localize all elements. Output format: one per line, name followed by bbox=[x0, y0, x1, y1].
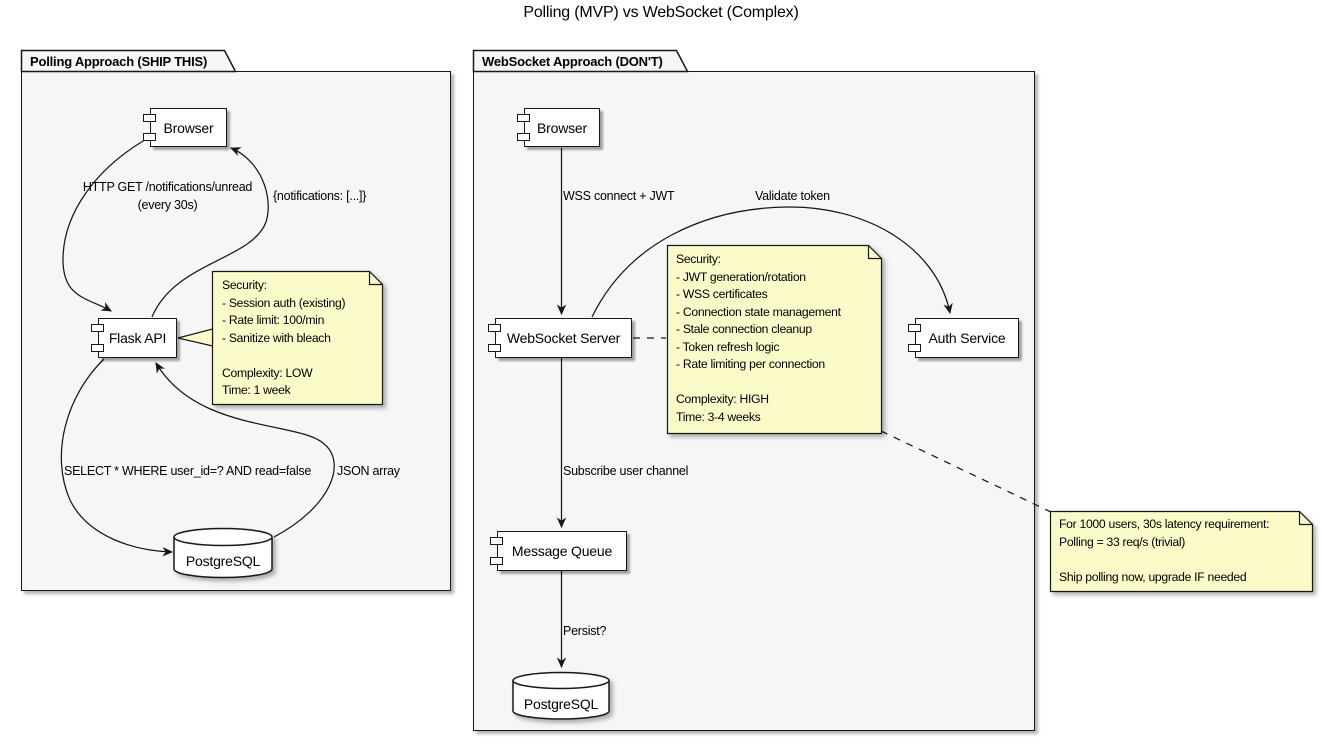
component-icon bbox=[908, 324, 921, 332]
note-line: Polling = 33 req/s (trivial) bbox=[1059, 534, 1186, 549]
note-line: - Token refresh logic bbox=[676, 339, 780, 354]
edge-label-subscribe: Subscribe user channel bbox=[563, 464, 689, 478]
note-line: Complexity: HIGH bbox=[676, 392, 769, 406]
edge-label-validate-token: Validate token bbox=[755, 189, 830, 203]
note-line bbox=[222, 347, 345, 365]
component-message-queue: Message Queue bbox=[490, 531, 627, 571]
edge-label-notifications: {notifications: [...]} bbox=[273, 189, 367, 203]
database-label: PostgreSQL bbox=[185, 553, 261, 569]
component-label: Browser bbox=[163, 119, 214, 136]
note-line: - Stale connection cleanup bbox=[676, 322, 812, 336]
component-label: Auth Service bbox=[928, 330, 1006, 346]
edge-label-wss-connect: WSS connect + JWT bbox=[563, 189, 675, 203]
note-line bbox=[676, 374, 841, 392]
component-icon bbox=[91, 324, 104, 332]
note-line: Time: 3-4 weeks bbox=[676, 409, 761, 424]
component-websocket-server: WebSocket Server bbox=[488, 318, 632, 358]
component-auth-service: Auth Service bbox=[908, 318, 1019, 358]
note-line: - WSS certificates bbox=[676, 287, 768, 301]
component-icon bbox=[488, 344, 501, 352]
package-polling-title: Polling Approach (SHIP THIS) bbox=[30, 54, 208, 69]
component-icon bbox=[91, 344, 104, 352]
note-line: Time: 1 week bbox=[222, 383, 291, 397]
component-icon bbox=[143, 133, 156, 141]
note-line: - Sanitize with bleach bbox=[222, 330, 331, 345]
diagram-title: Polling (MVP) vs WebSocket (Complex) bbox=[523, 4, 799, 21]
component-flask-api: Flask API bbox=[91, 318, 177, 358]
note-polling-text: Security: - Session auth (existing) - Ra… bbox=[222, 277, 346, 400]
edge-label-http-get: HTTP GET /notifications/unread bbox=[82, 180, 253, 194]
component-label: Browser bbox=[537, 119, 587, 136]
note-line: For 1000 users, 30s latency requirement: bbox=[1059, 517, 1270, 531]
note-line: - JWT generation/rotation bbox=[676, 269, 806, 284]
component-browser-polling: Browser bbox=[143, 108, 227, 147]
edge-label-select-query: SELECT * WHERE user_id=? AND read=false bbox=[64, 464, 312, 478]
note-line: Security: bbox=[222, 278, 267, 292]
database-label: PostgreSQL bbox=[523, 696, 599, 712]
note-line: Security: bbox=[676, 252, 721, 266]
database-cylinder-icon bbox=[512, 671, 610, 720]
note-line: - Connection state management bbox=[676, 304, 841, 319]
component-label: Message Queue bbox=[511, 543, 613, 559]
edge-label-json-array: JSON array bbox=[337, 464, 400, 478]
component-browser-websocket: Browser bbox=[517, 108, 600, 147]
component-icon bbox=[908, 344, 921, 352]
component-icon bbox=[490, 557, 503, 565]
component-label: Flask API bbox=[108, 330, 167, 346]
note-summary-text: For 1000 users, 30s latency requirement:… bbox=[1059, 516, 1270, 586]
component-icon bbox=[488, 324, 501, 332]
component-icon bbox=[143, 114, 156, 122]
database-postgresql-polling: PostgreSQL bbox=[172, 527, 274, 579]
note-line: Complexity: LOW bbox=[222, 365, 313, 380]
note-line: - Rate limit: 100/min bbox=[222, 313, 325, 327]
note-line: - Rate limiting per connection bbox=[676, 357, 825, 371]
edge-label-persist: Persist? bbox=[563, 624, 607, 638]
database-postgresql-websocket: PostgreSQL bbox=[511, 671, 611, 721]
package-websocket-title: WebSocket Approach (DON'T) bbox=[482, 54, 663, 69]
note-line: - Session auth (existing) bbox=[222, 295, 346, 310]
note-line: Ship polling now, upgrade IF needed bbox=[1059, 569, 1247, 584]
note-websocket-text: Security: - JWT generation/rotation - WS… bbox=[676, 251, 841, 426]
component-icon bbox=[517, 133, 530, 141]
edge-label-every-30s: (every 30s) bbox=[137, 198, 198, 212]
component-icon bbox=[517, 114, 530, 122]
component-icon bbox=[490, 537, 503, 545]
note-line bbox=[1059, 551, 1269, 569]
component-label: WebSocket Server bbox=[506, 330, 621, 346]
note-summary-fold-icon bbox=[1298, 511, 1313, 526]
